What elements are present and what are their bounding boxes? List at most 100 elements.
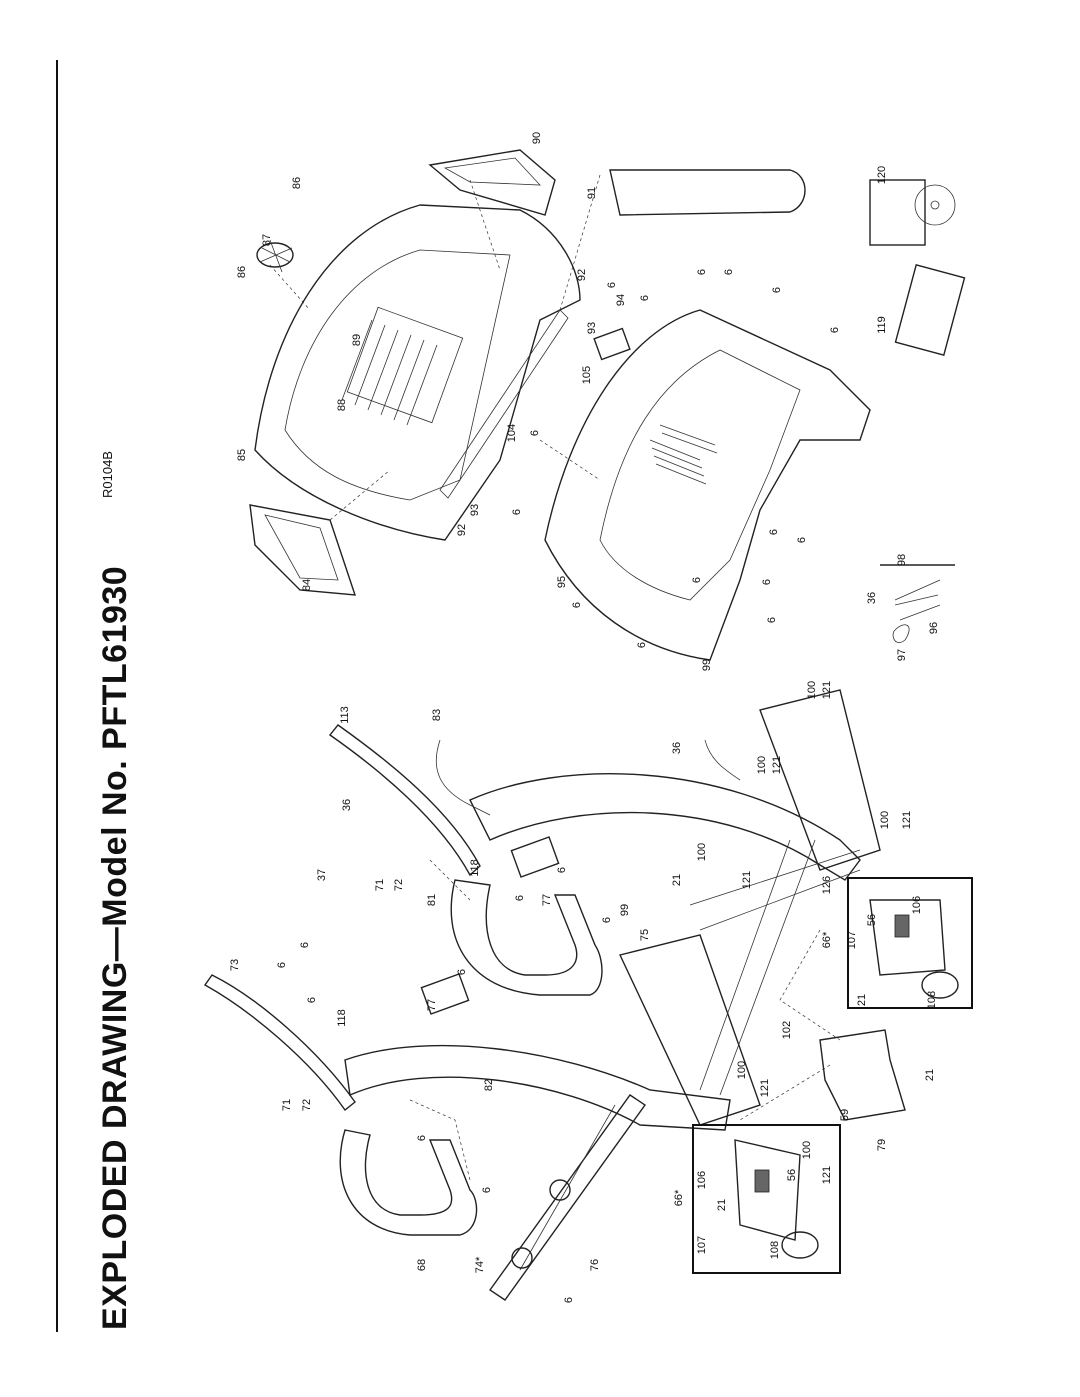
part-number-label: 118 bbox=[336, 1009, 348, 1027]
wheel-bracket-left bbox=[734, 1139, 801, 1241]
part-number-label: 96 bbox=[928, 622, 940, 634]
part-number-label: 119 bbox=[876, 316, 888, 334]
part-number-label: 37 bbox=[316, 869, 328, 881]
part-number-label: 6 bbox=[766, 617, 778, 623]
part-number-label: 113 bbox=[339, 706, 351, 724]
part-number-label: 79 bbox=[876, 1139, 888, 1151]
part-number-label: 107 bbox=[696, 1236, 708, 1254]
part-number-label: 106 bbox=[911, 896, 923, 914]
part-number-label: 6 bbox=[299, 942, 311, 948]
part-number-label: 6 bbox=[416, 1135, 428, 1141]
leader-line bbox=[539, 439, 601, 481]
leader-line bbox=[329, 469, 391, 521]
left-handlebar bbox=[203, 974, 356, 1112]
part-number-label: 6 bbox=[606, 282, 618, 288]
left-end-cap bbox=[249, 504, 357, 596]
cd-case bbox=[869, 179, 926, 246]
part-number-label: 36 bbox=[341, 799, 353, 811]
part-number-label: 90 bbox=[531, 132, 543, 144]
part-number-label: 6 bbox=[571, 602, 583, 608]
part-number-label: 6 bbox=[514, 895, 526, 901]
part-number-label: 6 bbox=[556, 867, 568, 873]
part-number-label: 92 bbox=[576, 269, 588, 281]
part-number-label: 21 bbox=[716, 1199, 728, 1211]
part-number-label: 72 bbox=[301, 1099, 313, 1111]
part-number-label: 74* bbox=[474, 1256, 486, 1273]
part-number-label: 100 bbox=[756, 756, 768, 774]
drive-motor bbox=[819, 1029, 906, 1121]
bracket-77-right bbox=[510, 836, 560, 878]
part-number-label: 6 bbox=[771, 287, 783, 293]
inset-box-left-wheel bbox=[692, 1124, 841, 1274]
part-number-label: 6 bbox=[761, 579, 773, 585]
part-number-label: 118 bbox=[469, 859, 481, 877]
right-handlebar bbox=[328, 724, 481, 877]
part-number-label: 100 bbox=[736, 1061, 748, 1079]
base-crossbar-3 bbox=[699, 839, 791, 1091]
part-number-label: 83 bbox=[431, 709, 443, 721]
part-number-label: 121 bbox=[901, 811, 913, 829]
part-number-label: 6 bbox=[691, 577, 703, 583]
inset-box-right-wheel bbox=[847, 877, 973, 1009]
part-number-label: 6 bbox=[796, 537, 808, 543]
part-number-label: 6 bbox=[276, 962, 288, 968]
part-number-label: 56 bbox=[786, 1169, 798, 1181]
bracket-77-left bbox=[420, 973, 470, 1015]
wire-harness-96 bbox=[894, 579, 941, 621]
part-number-label: 6 bbox=[511, 509, 523, 515]
part-number-label: 87 bbox=[261, 234, 273, 246]
part-number-label: 108 bbox=[926, 991, 938, 1009]
part-number-label: 75 bbox=[639, 929, 651, 941]
safety-key-tether bbox=[609, 169, 806, 216]
part-number-label: 6 bbox=[768, 529, 780, 535]
part-number-label: 6 bbox=[639, 295, 651, 301]
cd-disc bbox=[914, 184, 956, 226]
part-number-label: 126 bbox=[821, 876, 833, 894]
part-number-label: 84 bbox=[301, 579, 313, 591]
base-frame-left-rail bbox=[619, 934, 761, 1126]
part-number-label: 36 bbox=[866, 592, 878, 604]
wire-harness-83b bbox=[704, 739, 741, 781]
part-number-label: 86 bbox=[291, 177, 303, 189]
part-number-label: 82 bbox=[483, 1079, 495, 1091]
part-number-label: 121 bbox=[741, 871, 753, 889]
part-number-label: 100 bbox=[801, 1141, 813, 1159]
part-number-label: 77 bbox=[426, 999, 438, 1011]
axle-bushing bbox=[549, 1179, 571, 1201]
label-plate-106-left bbox=[754, 1169, 770, 1193]
part-number-label: 6 bbox=[563, 1297, 575, 1303]
part-number-label: 105 bbox=[581, 366, 593, 384]
left-end-cap-inner bbox=[264, 514, 339, 581]
part-number-label: 68 bbox=[416, 1259, 428, 1271]
part-number-label: 121 bbox=[771, 756, 783, 774]
part-number-label: 73 bbox=[229, 959, 241, 971]
part-number-label: 6 bbox=[723, 269, 735, 275]
part-number-label: 21 bbox=[671, 874, 683, 886]
manual-booklet bbox=[894, 264, 966, 356]
part-number-label: 93 bbox=[586, 322, 598, 334]
leader-line bbox=[469, 179, 501, 271]
part-number-label: 100 bbox=[696, 843, 708, 861]
part-number-label: 36 bbox=[671, 742, 683, 754]
part-number-label: 59 bbox=[839, 1109, 851, 1121]
part-number-label: 121 bbox=[821, 681, 833, 699]
part-number-label: 85 bbox=[236, 449, 248, 461]
part-number-label: 92 bbox=[456, 524, 468, 536]
part-number-label: 95 bbox=[556, 576, 568, 588]
right-end-cap bbox=[428, 149, 556, 216]
part-number-label: 100 bbox=[879, 811, 891, 829]
part-number-label: 6 bbox=[636, 642, 648, 648]
part-number-label: 93 bbox=[469, 504, 481, 516]
part-number-label: 106 bbox=[696, 1171, 708, 1189]
part-number-label: 86 bbox=[236, 266, 248, 278]
part-number-label: 102 bbox=[781, 1021, 793, 1039]
part-number-label: 6 bbox=[601, 917, 613, 923]
base-cover bbox=[544, 309, 871, 661]
axle-rod bbox=[519, 1104, 616, 1271]
part-number-label: 6 bbox=[481, 1187, 493, 1193]
base-crossbar-2 bbox=[699, 869, 861, 931]
part-number-label: 21 bbox=[856, 994, 868, 1006]
part-number-label: 6 bbox=[306, 997, 318, 1003]
